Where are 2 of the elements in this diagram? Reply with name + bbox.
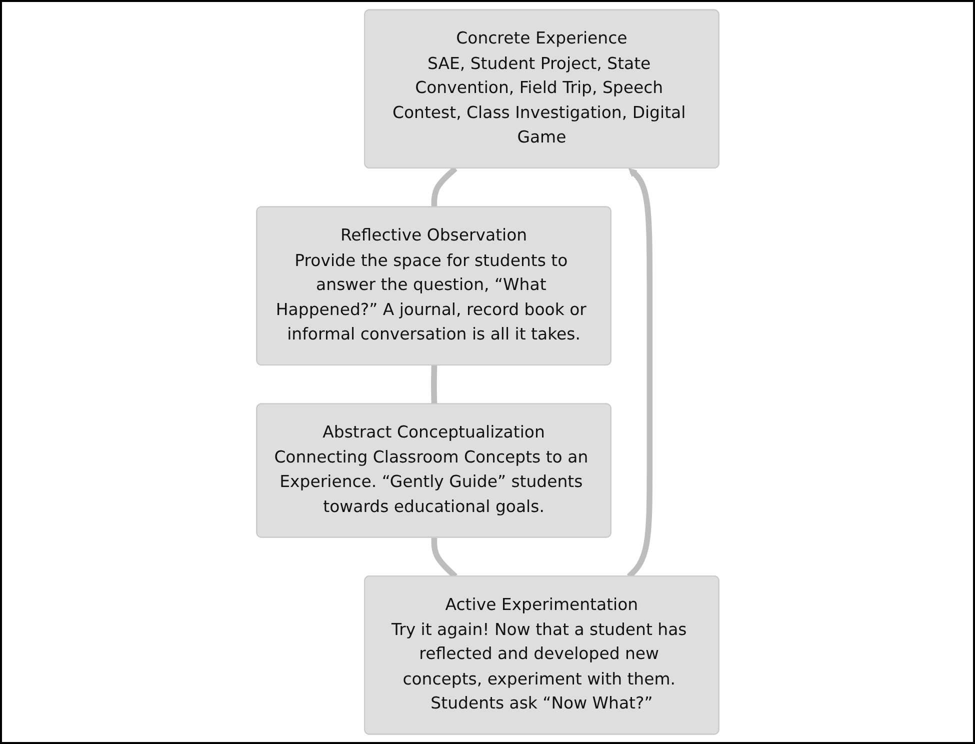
connector (430, 365, 437, 404)
connector (431, 166, 458, 208)
